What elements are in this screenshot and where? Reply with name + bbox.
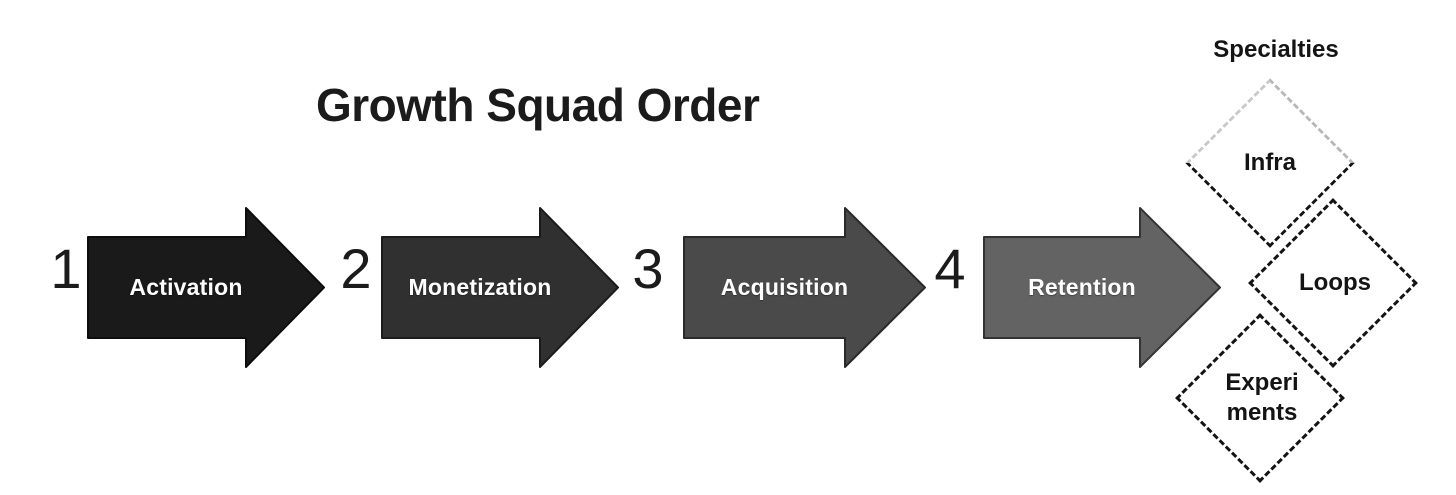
right-arrow-icon-4 [982, 205, 1222, 370]
specialties-heading: Specialties [1213, 36, 1339, 63]
process-step-1[interactable]: 1 Activation [44, 205, 334, 370]
right-arrow-icon-3 [682, 205, 927, 370]
process-step-4[interactable]: 4 Retention [928, 205, 1228, 370]
process-step-3[interactable]: 3 Acquisition [626, 205, 932, 370]
page-title: Growth Squad Order [316, 79, 760, 131]
right-arrow-icon-2 [380, 205, 620, 370]
right-arrow-icon-1 [86, 205, 326, 370]
step-number-3: 3 [632, 237, 664, 300]
step-number-2: 2 [340, 237, 372, 300]
process-step-2[interactable]: 2 Monetization [334, 205, 632, 370]
step-number-4: 4 [934, 237, 966, 300]
step-number-1: 1 [50, 237, 82, 300]
